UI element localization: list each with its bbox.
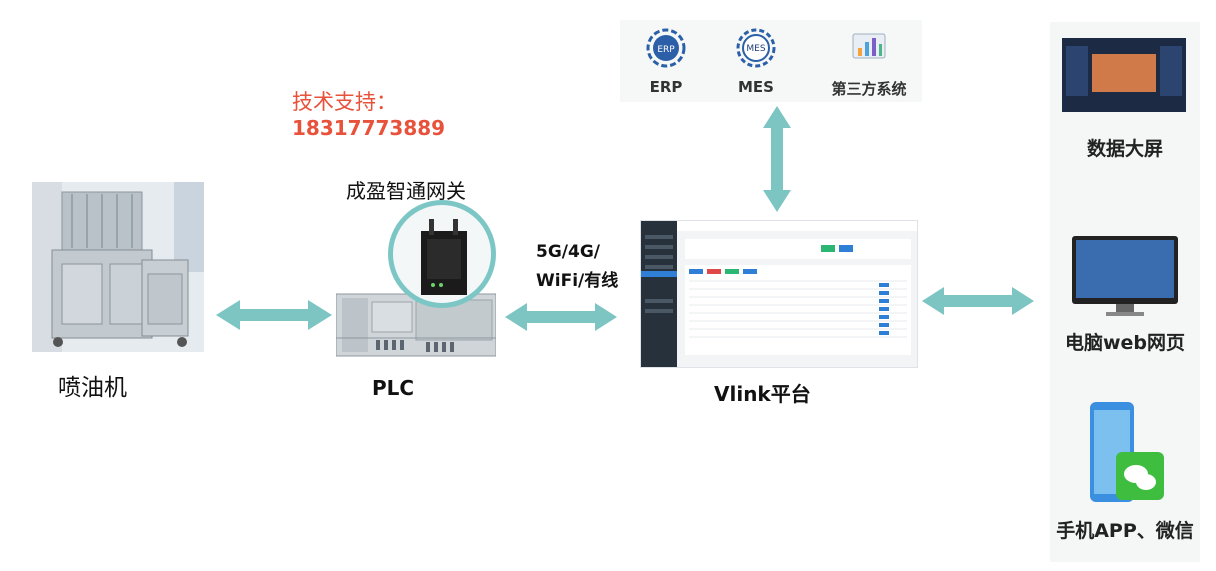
dashboard-chart-icon [852,33,886,59]
erp-label: ERP [649,78,683,96]
third-party-systems-panel: ERP ERP MES MES 第三方系统 [620,20,922,102]
desktop-computer-icon [1072,236,1178,316]
oil-spray-machine-image [32,182,204,352]
machine-label: 喷油机 [58,375,127,401]
mes-gear-icon: MES [736,28,776,68]
bidirectional-arrow-systems-platform [763,106,791,212]
mes-system: MES MES [716,26,796,96]
third-party-label: 第三方系统 [831,80,907,98]
network-label-line1: 5G/4G/ [536,242,600,262]
erp-gear-icon: ERP [646,28,686,68]
support-phone: 18317773889 [292,116,446,140]
support-title: 技术支持： [292,90,397,114]
data-screen-monitor-icon [1062,38,1186,112]
bidirectional-arrow-machine-plc [216,300,332,330]
bidirectional-arrow-platform-outputs [922,287,1034,315]
network-label-line2: WiFi/有线 [536,271,619,291]
gateway-device-image [388,200,496,308]
mes-label: MES [738,78,774,96]
third-party-system: 第三方系统 [816,26,922,99]
output-terminals-panel: 数据大屏 电脑web网页 手机APP、微信 [1050,22,1200,562]
gateway-label: 成盈智通网关 [346,179,466,203]
plc-device-image [335,288,497,360]
svg-text:ERP: ERP [657,45,675,55]
vlink-platform-screenshot [640,220,918,368]
svg-text:MES: MES [746,44,765,54]
mobile-wechat-icon [1090,402,1164,502]
web-page-label: 电脑web网页 [1064,332,1186,354]
erp-system: ERP ERP [626,26,706,96]
mobile-app-label: 手机APP、微信 [1056,520,1194,542]
platform-label: Vlink平台 [714,382,811,406]
data-screen-label: 数据大屏 [1086,138,1163,160]
bidirectional-arrow-plc-platform [505,303,617,331]
plc-label: PLC [372,376,415,400]
